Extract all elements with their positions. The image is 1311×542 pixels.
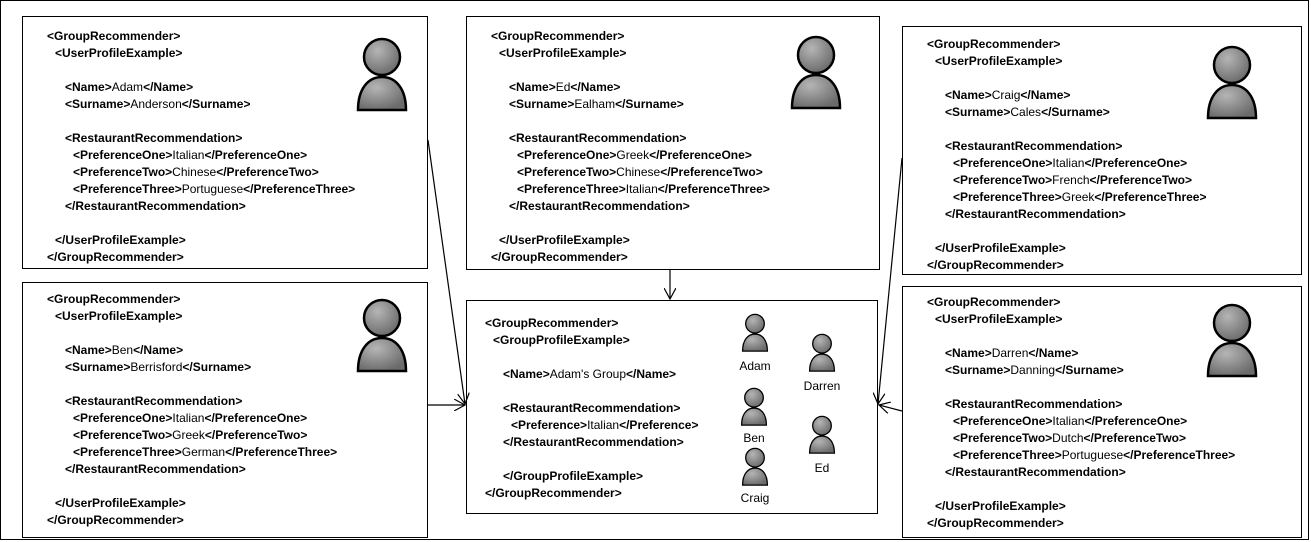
member-label: Darren [803,379,841,393]
user-avatar-icon [1206,303,1258,378]
user-profile-box: <GroupRecommender><UserProfileExample><N… [22,282,428,538]
member-label: Adam [739,359,771,373]
member-label: Craig [740,491,770,505]
member-avatar-icon [741,313,769,352]
member-avatar-icon [808,415,836,454]
member-label: Ben [743,431,765,445]
group-profile-box: <GroupRecommender><GroupProfileExample><… [466,300,878,514]
user-profile-box: <GroupRecommender><UserProfileExample><N… [902,26,1302,275]
user-xml: <GroupRecommender><UserProfileExample><N… [47,292,338,527]
user-avatar-icon [1206,45,1258,120]
user-profile-box: <GroupRecommender><UserProfileExample><N… [466,16,880,270]
member-avatar-icon [740,387,768,426]
member-avatar-icon [741,447,769,486]
user-profile-box: <GroupRecommender><UserProfileExample><N… [22,16,428,269]
user-avatar-icon [356,298,408,373]
user-avatar-icon [790,35,842,110]
member-label: Ed [814,461,830,475]
user-xml: <GroupRecommender><UserProfileExample><N… [47,29,356,264]
user-xml: <GroupRecommender><UserProfileExample><N… [927,37,1207,272]
group-xml: <GroupRecommender><GroupProfileExample><… [485,316,699,500]
member-avatar-icon [808,333,836,372]
user-profile-box: <GroupRecommender><UserProfileExample><N… [902,286,1302,538]
user-avatar-icon [356,37,408,112]
user-xml: <GroupRecommender><UserProfileExample><N… [927,295,1236,530]
user-xml: <GroupRecommender><UserProfileExample><N… [491,29,770,264]
